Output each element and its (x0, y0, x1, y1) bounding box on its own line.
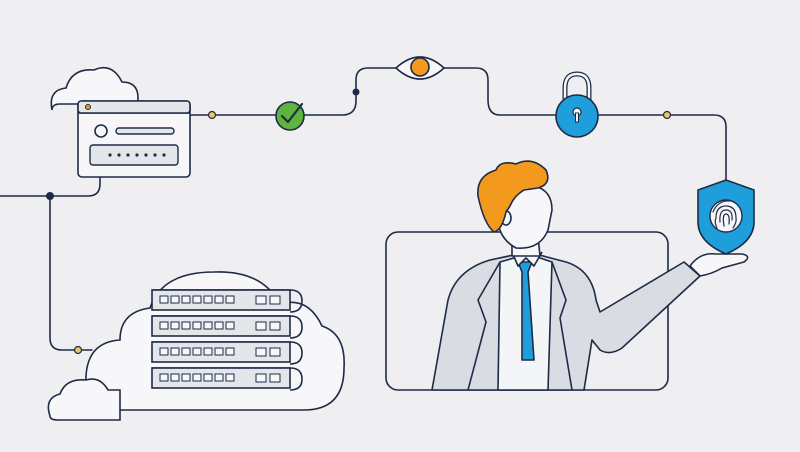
cloud-icon (47, 378, 121, 421)
node-dot (46, 192, 54, 200)
server-unit (151, 341, 303, 365)
connection-nodes (46, 88, 672, 355)
login-form-icon (77, 100, 191, 178)
checkmark-icon (275, 101, 305, 131)
fingerprint-shield-icon (697, 179, 755, 255)
node-dot (352, 88, 360, 96)
cloud-icon (50, 66, 139, 111)
lapel (467, 261, 501, 391)
server-unit (151, 367, 303, 391)
padlock-icon (555, 71, 599, 138)
node-ring (73, 345, 83, 355)
lapel (551, 261, 573, 391)
server-unit (151, 289, 303, 313)
hair (477, 160, 549, 233)
eye-icon (394, 56, 446, 80)
person-figure (431, 160, 749, 391)
server-unit (151, 315, 303, 339)
node-ring (207, 110, 217, 120)
server-rack-icon (151, 289, 303, 391)
hand (689, 252, 749, 277)
node-ring (662, 110, 672, 120)
